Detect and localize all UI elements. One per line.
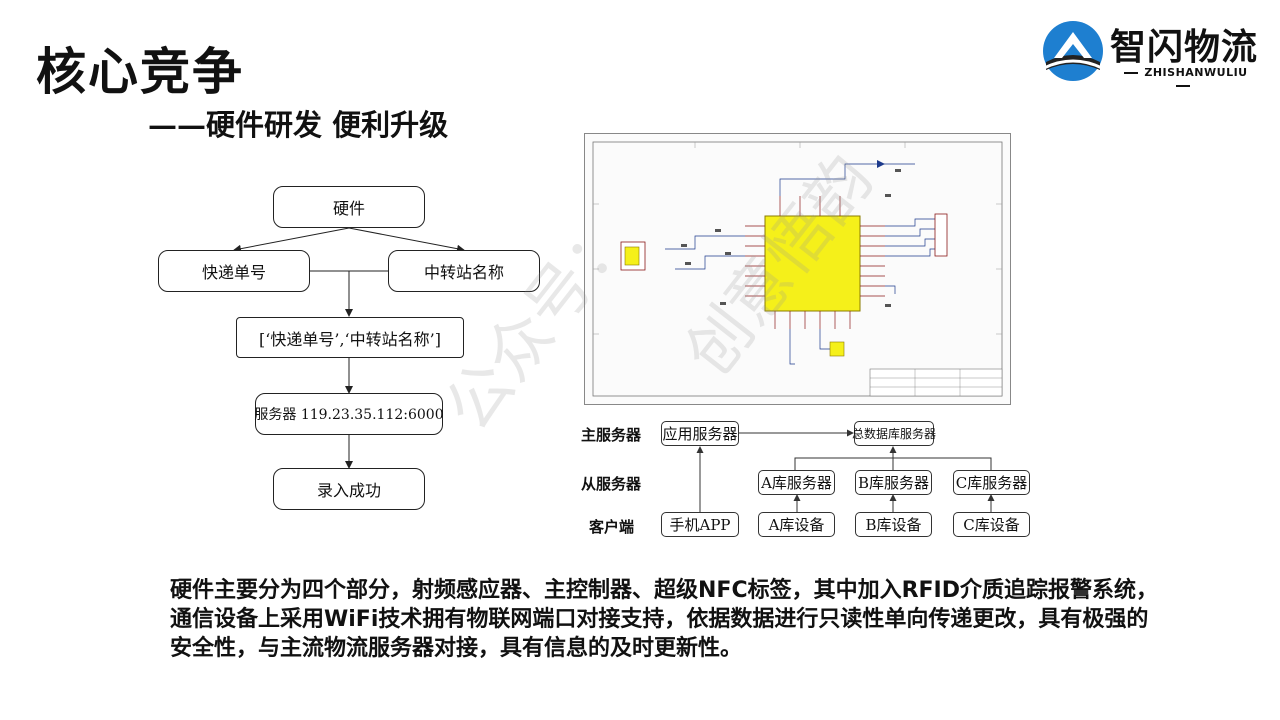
node-hardware: 硬件 bbox=[273, 186, 425, 228]
circuit-schematic bbox=[584, 133, 1011, 405]
node-tracking-number: 快递单号 bbox=[158, 250, 310, 292]
node-server: 服务器 119.23.35.112:6000 bbox=[254, 393, 444, 435]
box-slave-server-b: B库服务器 bbox=[855, 470, 932, 495]
box-client-device-a: A库设备 bbox=[758, 512, 835, 537]
node-payload: [‘快递单号’,‘中转站名称’] bbox=[236, 317, 464, 358]
row-label-main-server: 主服务器 bbox=[581, 426, 642, 444]
box-slave-server-c: C库服务器 bbox=[953, 470, 1030, 495]
box-client-device-b: B库设备 bbox=[855, 512, 932, 537]
row-label-client: 客户端 bbox=[589, 518, 635, 536]
schematic-drawing bbox=[592, 141, 1003, 397]
node-success: 录入成功 bbox=[273, 468, 425, 510]
box-app-server: 应用服务器 bbox=[661, 421, 739, 446]
row-label-slave-server: 从服务器 bbox=[581, 475, 642, 493]
page-subtitle: ——硬件研发 便利升级 bbox=[148, 108, 449, 142]
page-title: 核心竞争 bbox=[36, 42, 244, 101]
box-slave-server-a: A库服务器 bbox=[758, 470, 835, 495]
brand-subname: ZHISHANWULIU bbox=[1108, 66, 1258, 92]
body-paragraph: 硬件主要分为四个部分，射频感应器、主控制器、超级NFC标签，其中加入RFID介质… bbox=[170, 578, 1159, 661]
node-transit-station: 中转站名称 bbox=[388, 250, 540, 292]
box-total-db-server: 总数据库服务器 bbox=[852, 421, 936, 446]
box-client-device-c: C库设备 bbox=[953, 512, 1030, 537]
box-client-mobile-app: 手机APP bbox=[661, 512, 739, 537]
logo-mountain-icon bbox=[1043, 21, 1103, 81]
brand-name: 智闪物流 bbox=[1110, 26, 1259, 68]
brand-logo: 智闪物流 ZHISHANWULIU bbox=[1040, 16, 1266, 86]
